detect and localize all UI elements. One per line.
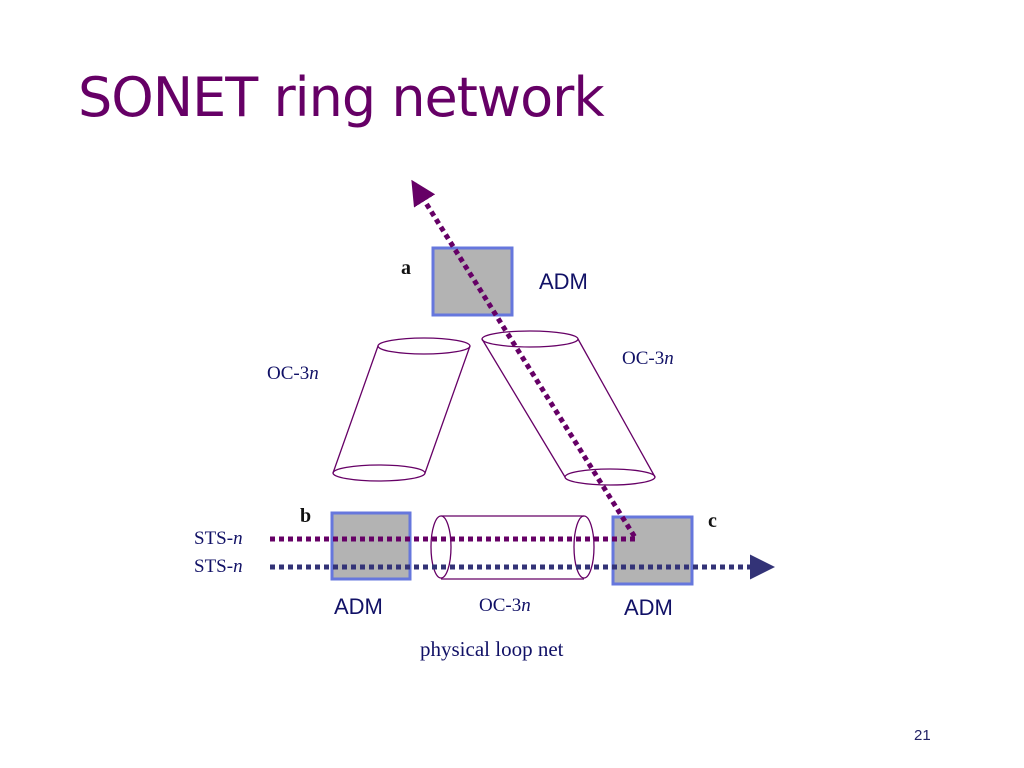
sts-label-upper: STS-n [194, 528, 243, 549]
sts-path-upper [270, 179, 641, 542]
link-cylinder-ab [332, 337, 471, 482]
adm-label-c: ADM [624, 595, 673, 620]
slide-title: SONET ring network [78, 66, 605, 129]
page-number: 21 [914, 727, 931, 744]
link-label-bc: OC-3n [479, 595, 531, 616]
sts-label-lower: STS-n [194, 556, 243, 577]
diagram-caption: physical loop net [420, 637, 564, 661]
node-letter-a: a [401, 257, 411, 279]
node-letter-b: b [300, 505, 312, 527]
adm-label-b: ADM [334, 594, 383, 619]
link-label-ab: OC-3n [267, 363, 319, 384]
adm-label-a: ADM [539, 269, 588, 294]
adm-node-c [611, 515, 694, 586]
adm-node-a [431, 246, 514, 317]
link-label-ac: OC-3n [622, 348, 674, 369]
node-letter-c: c [708, 510, 717, 532]
link-cylinder-ac [481, 330, 656, 486]
link-cylinder-bc [430, 515, 595, 580]
